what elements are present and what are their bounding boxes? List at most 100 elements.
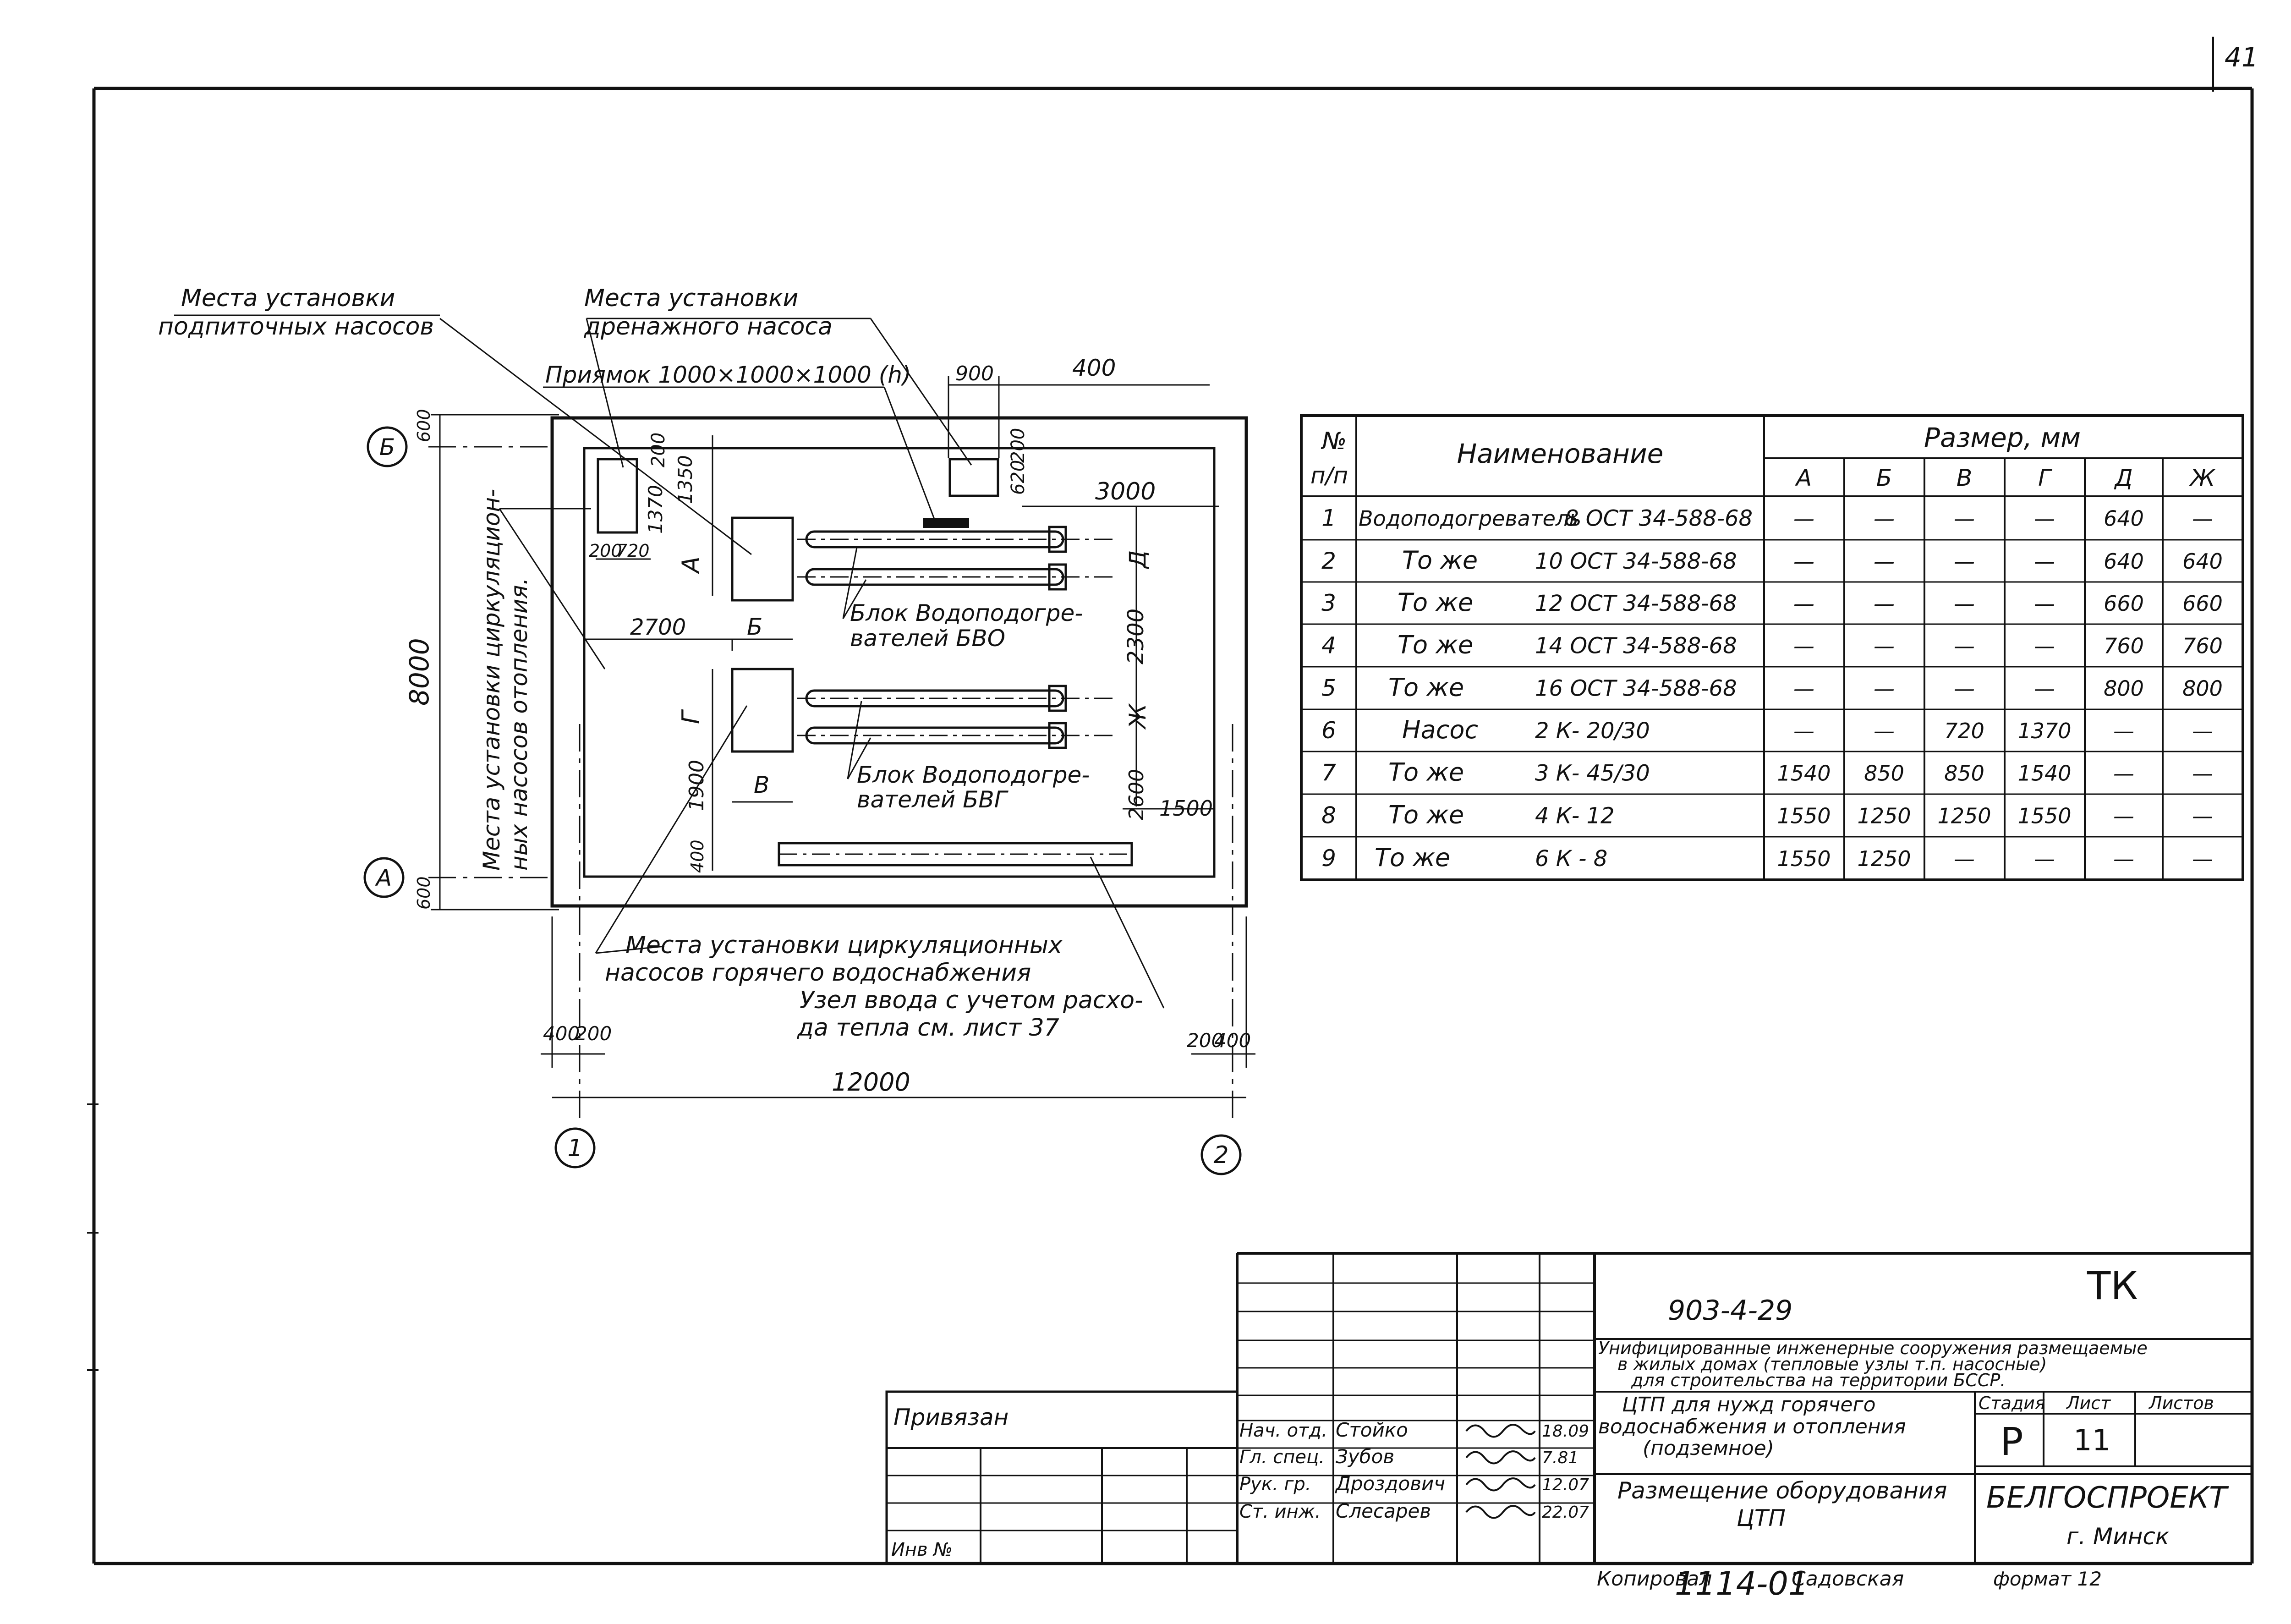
page-number: 41 bbox=[2225, 42, 2258, 73]
leader-lines bbox=[439, 318, 1165, 1009]
row-value: — bbox=[1874, 719, 1895, 743]
row-value: 640 bbox=[2104, 506, 2144, 531]
row-value: — bbox=[2192, 804, 2213, 828]
staff-date: 12.07 bbox=[1542, 1476, 1589, 1494]
staff-date: 22.07 bbox=[1542, 1503, 1589, 1522]
svg-text:вателей БВГ: вателей БВГ bbox=[857, 786, 1009, 813]
row-spec: 16 ОСТ 34-588-68 bbox=[1535, 676, 1737, 702]
svg-text:2700: 2700 bbox=[630, 614, 686, 640]
row-value: 1550 bbox=[2017, 804, 2071, 828]
row-number: 6 bbox=[1321, 717, 1336, 744]
row-spec: 3 К- 45/30 bbox=[1535, 761, 1650, 786]
row-value: — bbox=[1793, 634, 1814, 658]
row-value: 640 bbox=[2104, 549, 2144, 574]
row-value: — bbox=[2034, 634, 2055, 658]
row-value: 850 bbox=[1864, 761, 1904, 786]
table-header-size: Размер, мм bbox=[1924, 422, 2081, 453]
staff-role: Рук. гр. bbox=[1239, 1474, 1311, 1495]
svg-text:200: 200 bbox=[589, 541, 622, 561]
tb-object: ЦТП для нужд горячего водоснабжения и от… bbox=[1598, 1393, 1906, 1460]
row-name: То же bbox=[1398, 588, 1473, 617]
makeup-pump-slot bbox=[597, 458, 638, 534]
row-value: 1550 bbox=[1777, 804, 1831, 828]
svg-text:Б: Б bbox=[747, 614, 762, 640]
signature bbox=[1465, 1424, 1536, 1438]
row-value: — bbox=[2192, 506, 2213, 531]
tb-stage-label: Стадия bbox=[1979, 1393, 2045, 1413]
row-value: 1550 bbox=[1777, 846, 1831, 871]
row-value: — bbox=[1793, 676, 1814, 701]
staff-role: Гл. спец. bbox=[1239, 1447, 1325, 1468]
svg-text:600: 600 bbox=[414, 876, 434, 910]
row-value: — bbox=[2034, 591, 2055, 616]
tb-mark: ТК bbox=[2087, 1263, 2138, 1308]
row-value: — bbox=[1874, 506, 1895, 531]
row-value: — bbox=[1874, 634, 1895, 658]
svg-text:А: А bbox=[677, 556, 705, 574]
tb-copied-by: Садовская bbox=[1792, 1567, 1904, 1591]
row-value: — bbox=[1874, 549, 1895, 574]
tb-tied: Привязан bbox=[893, 1404, 1008, 1431]
svg-text:да тепла см. лист 37: да тепла см. лист 37 bbox=[797, 1014, 1059, 1042]
row-number: 2 bbox=[1321, 548, 1336, 574]
svg-text:Места установки: Места установки bbox=[181, 285, 395, 312]
axis-bubble-2 bbox=[1200, 1134, 1242, 1175]
row-value: — bbox=[1954, 549, 1975, 574]
svg-text:400: 400 bbox=[1072, 355, 1116, 381]
row-value: — bbox=[1954, 634, 1975, 658]
svg-text:Ж: Ж bbox=[1124, 703, 1151, 730]
tb-sheet-title: Размещение оборудования ЦТП bbox=[1617, 1477, 1947, 1531]
row-name: То же bbox=[1388, 801, 1464, 829]
staff-role: Нач. отд. bbox=[1239, 1420, 1327, 1441]
svg-text:200: 200 bbox=[1008, 428, 1029, 463]
svg-text:400: 400 bbox=[1214, 1029, 1251, 1052]
row-number: 9 bbox=[1321, 845, 1336, 872]
callout-pit: Приямок 1000×1000×1000 (h) bbox=[545, 362, 911, 388]
signature bbox=[1465, 1450, 1536, 1465]
svg-text:В: В bbox=[754, 772, 769, 798]
tb-copied-label: Копировал bbox=[1597, 1567, 1712, 1591]
row-value: — bbox=[2192, 846, 2213, 871]
axis-bubble-b bbox=[367, 426, 408, 467]
tb-format: формат 12 bbox=[1993, 1568, 2102, 1590]
axis-bubble-1 bbox=[554, 1127, 596, 1169]
row-spec: 2 К- 20/30 bbox=[1535, 718, 1650, 744]
staff-name: Зубов bbox=[1336, 1445, 1394, 1468]
dimension-letters: А Б Г В Д Ж bbox=[677, 550, 1151, 798]
row-value: — bbox=[2113, 761, 2134, 786]
svg-text:600: 600 bbox=[414, 409, 434, 442]
svg-text:400: 400 bbox=[543, 1022, 580, 1045]
svg-text:Блок Водоподогре-: Блок Водоподогре- bbox=[857, 762, 1090, 788]
row-value: 800 bbox=[2104, 676, 2144, 701]
pump-block-bvg bbox=[731, 668, 794, 753]
building-outer-wall bbox=[550, 416, 1248, 908]
svg-text:Г: Г bbox=[677, 709, 705, 724]
tb-sheets-label: Листов bbox=[2148, 1393, 2214, 1413]
row-value: 660 bbox=[2182, 591, 2223, 616]
callout-block-bvo: Блок Водоподогре- вателей БВО bbox=[850, 600, 1083, 652]
table-col-6: Ж bbox=[2189, 465, 2216, 491]
svg-text:2300: 2300 bbox=[1123, 609, 1149, 664]
svg-text:200: 200 bbox=[575, 1022, 612, 1045]
row-value: 1250 bbox=[1937, 804, 1991, 828]
row-value: 760 bbox=[2104, 634, 2144, 658]
row-spec: 10 ОСТ 34-588-68 bbox=[1535, 549, 1737, 574]
drain-pump-slot bbox=[948, 458, 999, 497]
svg-text:1370: 1370 bbox=[644, 485, 667, 534]
row-name: Водоподогреватель bbox=[1359, 506, 1581, 531]
row-value: 1370 bbox=[2017, 719, 2071, 743]
staff-name: Слесарев bbox=[1336, 1500, 1431, 1522]
row-value: — bbox=[2034, 506, 2055, 531]
svg-text:Д: Д bbox=[1124, 550, 1151, 569]
svg-text:ных насосов отопления.: ных насосов отопления. bbox=[506, 578, 532, 871]
row-spec: 12 ОСТ 34-588-68 bbox=[1535, 591, 1737, 616]
